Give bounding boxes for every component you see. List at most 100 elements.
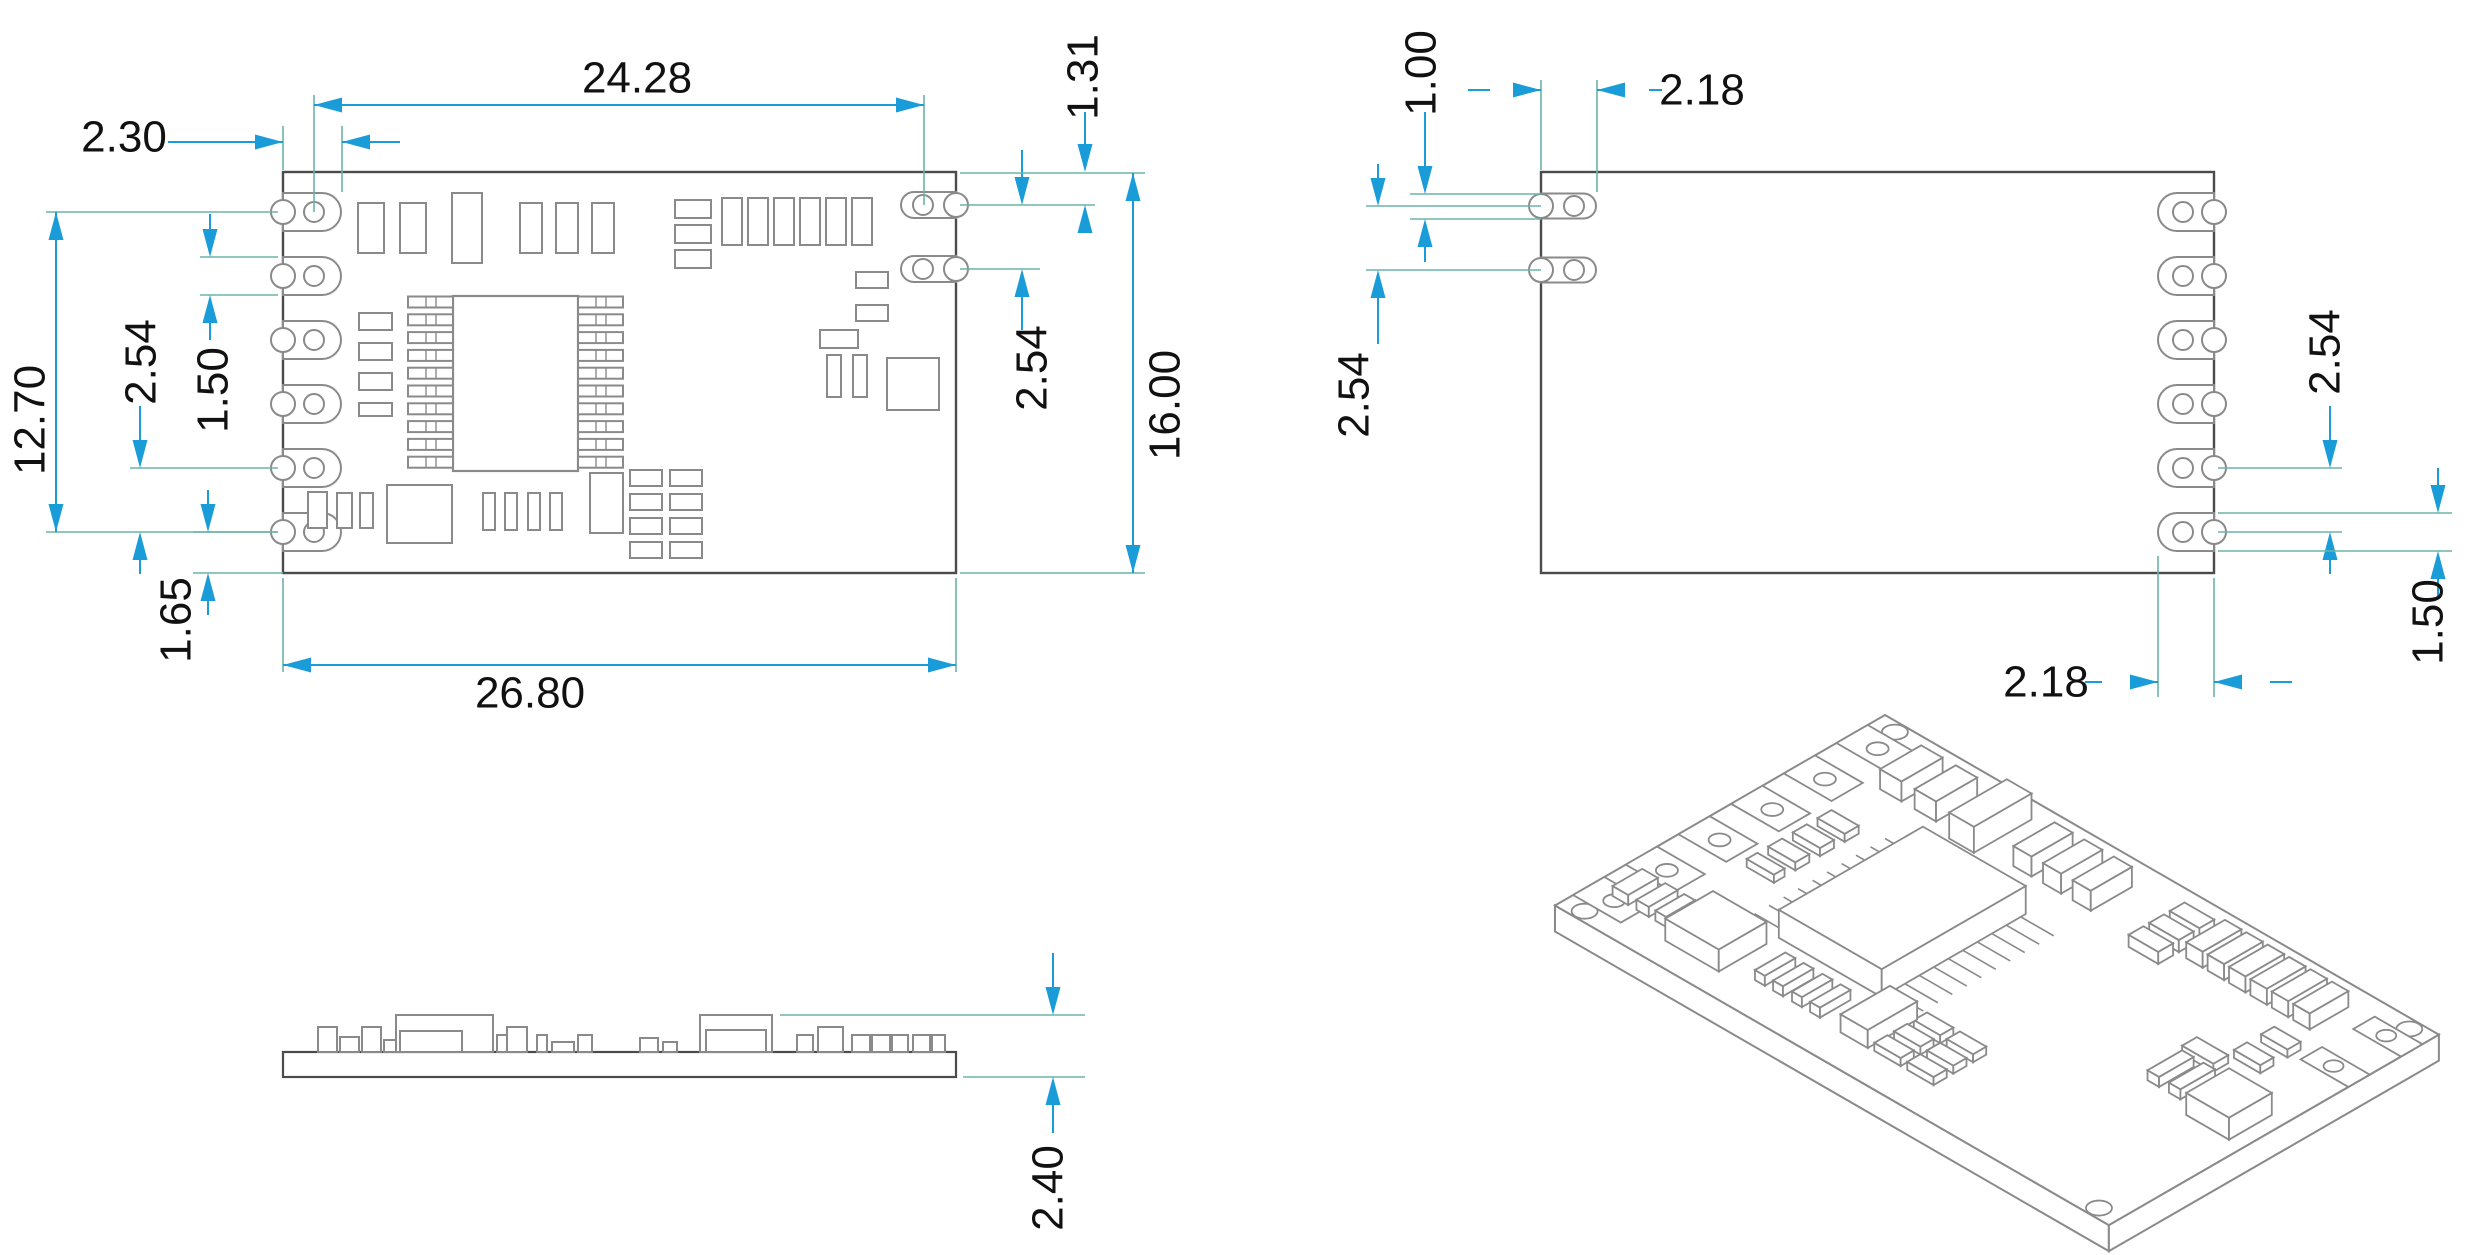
pad-hole xyxy=(2375,1028,2398,1043)
dimension-arrow xyxy=(2322,440,2338,468)
smd-component xyxy=(669,517,703,535)
component-top xyxy=(1872,1034,1916,1060)
smd-component xyxy=(549,492,563,531)
castellation-notch xyxy=(2201,263,2227,289)
smd-component xyxy=(855,271,889,289)
smd-component xyxy=(629,541,663,559)
component-top xyxy=(1944,1030,1989,1056)
component-top xyxy=(1947,778,2034,828)
dimension-label: 2.54 xyxy=(117,319,166,405)
ic-pin xyxy=(1904,983,1939,1004)
component-top xyxy=(1905,1053,1949,1079)
smd-component xyxy=(358,402,393,417)
side-component xyxy=(551,1041,575,1053)
ic-pin xyxy=(577,455,624,469)
component-top xyxy=(1610,867,1660,897)
ic-pin xyxy=(1933,966,1968,987)
component-top xyxy=(2270,968,2329,1003)
component-top xyxy=(1771,961,1816,988)
dimension-label: 2.18 xyxy=(1659,66,1745,115)
dimension-label: 12.70 xyxy=(6,365,55,475)
dimension-front-24.28: 24.28 xyxy=(313,54,925,212)
smd-component xyxy=(826,354,842,398)
component-top xyxy=(1892,1022,1936,1048)
ic-pin xyxy=(577,437,624,451)
component-top xyxy=(1753,951,1798,977)
dimension-arrow xyxy=(1125,173,1141,201)
dimension-arrow xyxy=(1125,545,1141,573)
dimension-rear-2.54: 2.54 xyxy=(2218,309,2350,574)
mount-hole xyxy=(1880,723,1909,741)
component-top xyxy=(2011,821,2075,858)
component-top xyxy=(1838,984,1919,1032)
pad-hole xyxy=(2172,265,2194,287)
dimension-rear-2.54: 2.54 xyxy=(1330,164,1541,438)
component-top xyxy=(1912,1011,1956,1037)
smd-component xyxy=(674,249,712,269)
dimension-label: 24.28 xyxy=(582,54,692,103)
side-component xyxy=(817,1026,844,1053)
side-component xyxy=(383,1039,397,1053)
dimension-front-16.00: 16.00 xyxy=(960,173,1190,574)
ic-pin xyxy=(407,313,454,327)
smd-component xyxy=(747,197,769,246)
dimension-rear-1.50: 1.50 xyxy=(2218,468,2453,665)
pad-hole xyxy=(2172,201,2194,223)
smd-component xyxy=(527,492,541,531)
side-component xyxy=(577,1034,593,1053)
smd-component xyxy=(399,202,427,254)
side-component xyxy=(891,1034,909,1053)
component-top xyxy=(1808,983,1853,1009)
ic-pin xyxy=(577,331,624,345)
dimension-arrow xyxy=(48,504,64,532)
side-component xyxy=(796,1034,814,1053)
side-component xyxy=(339,1036,360,1053)
smd-component xyxy=(357,202,385,254)
smd-component xyxy=(851,197,873,246)
ic-pin xyxy=(2020,916,2055,937)
smd-component xyxy=(359,492,374,529)
component-top xyxy=(2167,901,2217,930)
component-top xyxy=(1777,825,2028,971)
smd-component xyxy=(336,492,353,529)
dimension-front-2.30: 2.30 xyxy=(81,113,400,192)
smd-component xyxy=(852,354,868,398)
dimension-arrow xyxy=(200,504,216,532)
component-top xyxy=(2184,1067,2274,1119)
pad-hole xyxy=(2172,457,2194,479)
dimension-front-2.54: 2.54 xyxy=(117,319,278,574)
pcb-outline xyxy=(1539,170,2216,575)
dimension-arrow xyxy=(48,212,64,240)
smd-component xyxy=(674,199,712,219)
component-top xyxy=(1791,823,1836,850)
pad-hole xyxy=(912,258,934,280)
side-view xyxy=(281,1014,958,1079)
component-top xyxy=(2227,943,2286,978)
front-view xyxy=(270,170,969,575)
dimension-arrow xyxy=(2430,485,2446,513)
component-top xyxy=(2232,1041,2276,1067)
component-top xyxy=(2259,1025,2303,1051)
component-top xyxy=(1653,893,1697,918)
dimension-label: 2.30 xyxy=(81,113,167,162)
dimension-arrow xyxy=(1370,178,1386,206)
pad-hole xyxy=(1563,259,1585,281)
dimension-arrow xyxy=(1370,270,1386,298)
dimension-label: 2.54 xyxy=(2301,309,2350,395)
pad-hole xyxy=(1707,832,1732,848)
side-component xyxy=(931,1034,946,1053)
component-top xyxy=(2184,918,2244,953)
dimension-label: 1.31 xyxy=(1059,34,1108,120)
pad-hole xyxy=(2172,521,2194,543)
pad-hole xyxy=(2172,329,2194,351)
smd-component xyxy=(629,493,663,511)
castellation-notch xyxy=(270,263,296,289)
component-top xyxy=(2070,855,2134,892)
smd-component xyxy=(589,472,624,534)
dimension-front-26.80: 26.80 xyxy=(282,578,957,718)
dimension-label: 2.54 xyxy=(1330,352,1379,438)
dimension-front-2.54: 2.54 xyxy=(960,150,1057,411)
dimension-arrow xyxy=(2322,532,2338,560)
smd-component xyxy=(799,197,821,246)
